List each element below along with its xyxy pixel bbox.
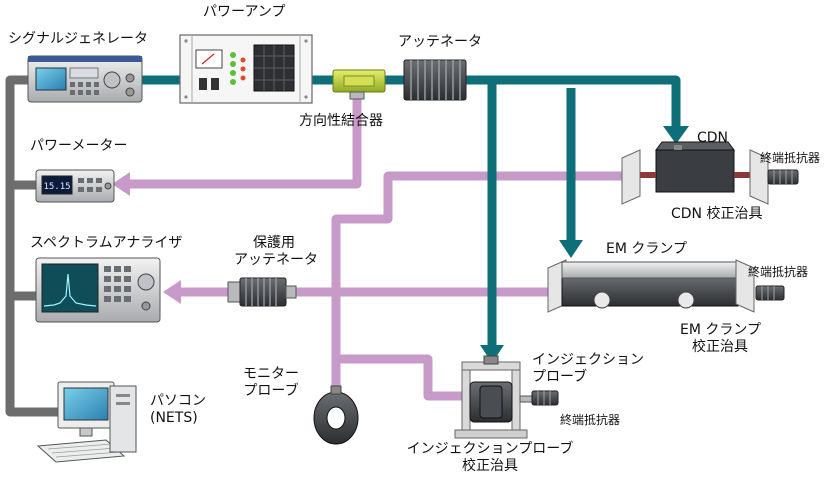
directional-coupler-label: 方向性結合器 [299, 113, 383, 129]
attenuator-label: アッテネータ [398, 34, 482, 50]
monitor-arrowheads [112, 172, 181, 304]
monitor-probe-label-line2: プローブ [243, 383, 299, 399]
em-clamp-label: EM クランプ [606, 241, 687, 257]
directional-coupler-icon [332, 69, 386, 100]
injection-fixture-label-line2: 校正治具 [462, 458, 518, 474]
injection-terminator-label: 終端抵抗器 [560, 413, 621, 427]
em-fixture-label: EM クランプ 校正治具 [680, 322, 761, 356]
pc-label: パソコン (NETS) [150, 393, 206, 427]
power-meter-label: パワーメーター [30, 138, 128, 154]
rf-arrowheads [480, 126, 689, 363]
power-amplifier-icon [179, 34, 313, 104]
injection-probe-label-line2: プローブ [532, 369, 588, 385]
power-meter-icon [35, 169, 115, 203]
em-terminator-label: 終端抵抗器 [748, 265, 809, 279]
protect-attenuator-label-line2: アッテネータ [234, 252, 318, 268]
cdn-label: CDN [697, 130, 729, 146]
pc-label-line1: パソコン [150, 393, 206, 409]
terminator-icon [767, 169, 799, 185]
injection-probe-label: インジェクション プローブ [532, 352, 644, 386]
monitor-probe-label: モニター プローブ [233, 366, 309, 400]
cdn-fixture-label: CDN 校正治具 [671, 206, 763, 222]
em-fixture-label-line2: 校正治具 [692, 339, 748, 355]
monitor-lines [128, 93, 622, 401]
attenuator-icon [403, 59, 467, 101]
injection-probe-label-line1: インジェクション [532, 352, 644, 368]
cdn-terminator-label: 終端抵抗器 [760, 151, 821, 165]
cdn-icon [621, 141, 769, 205]
em-clamp-icon [547, 259, 755, 313]
signal-generator-icon [27, 55, 143, 103]
injection-terminator-icon [531, 390, 559, 406]
power-amp-label: パワーアンプ [203, 4, 286, 20]
monitor-probe-label-line1: モニター [243, 366, 299, 382]
power-meter-display: 15.15 [43, 182, 70, 192]
protect-attenuator-label: 保護用 アッテネータ [234, 235, 318, 269]
protect-attenuator-label-line1: 保護用 [253, 235, 295, 251]
injection-fixture-label-line1: インジェクションプローブ [406, 441, 574, 457]
em-fixture-label-line1: EM クランプ [680, 322, 761, 338]
control-bus [5, 75, 68, 417]
injection-probe-icon [454, 355, 533, 439]
pc-icon [36, 381, 137, 463]
em-terminator-icon [755, 285, 785, 301]
spectrum-analyzer-label: スペクトラムアナライザ [30, 235, 183, 251]
monitor-probe-icon [313, 385, 359, 445]
protect-attenuator-icon [227, 277, 297, 307]
pc-label-line2: (NETS) [150, 410, 198, 426]
rf-forward-lines [139, 75, 681, 345]
injection-fixture-label: インジェクションプローブ 校正治具 [390, 441, 590, 475]
signal-generator-label: シグナルジェネレータ [8, 31, 148, 47]
spectrum-analyzer-icon [35, 257, 161, 323]
